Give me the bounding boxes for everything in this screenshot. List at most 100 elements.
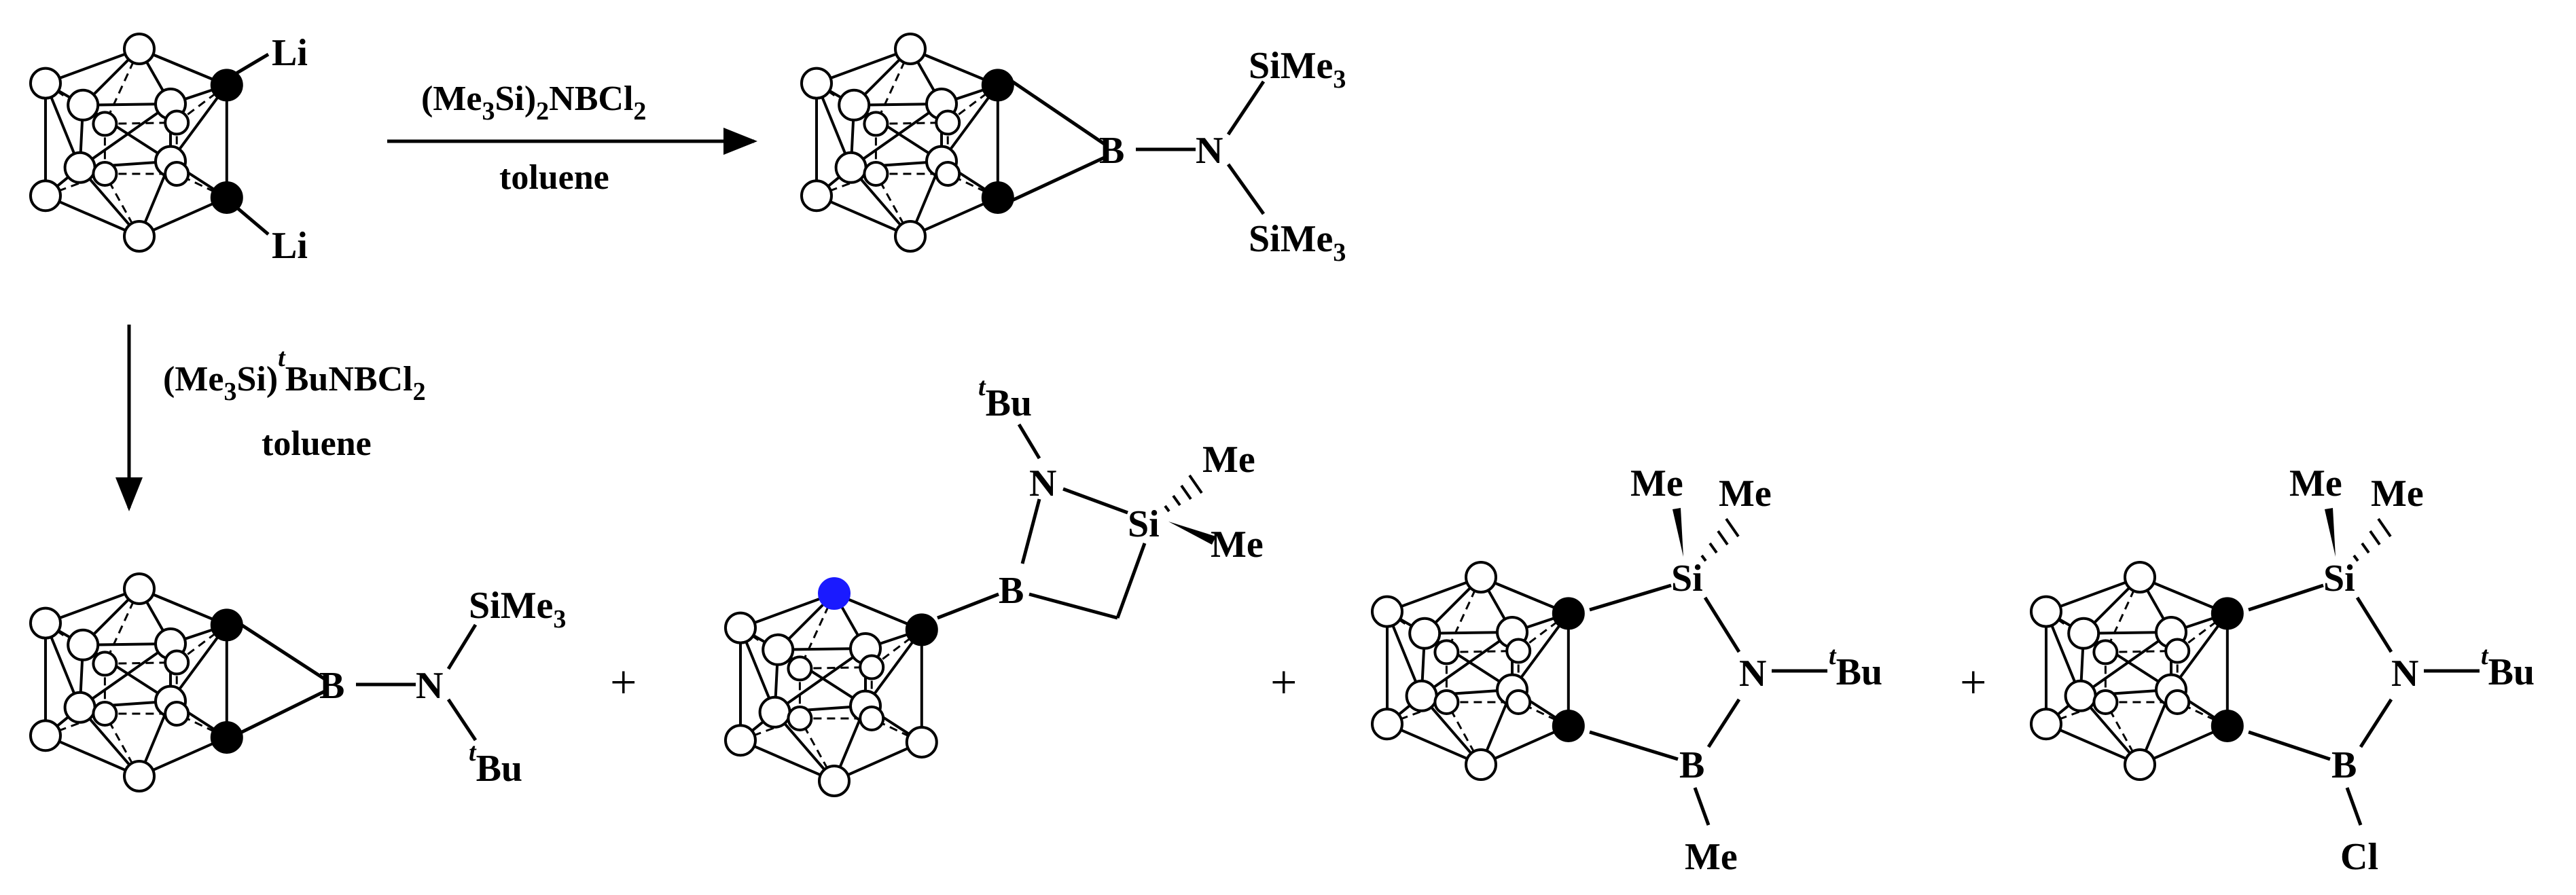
cage-bond — [1420, 631, 1514, 697]
bond-n-si-lower — [1226, 163, 1266, 215]
cage-boron-atom — [905, 725, 938, 759]
cage-carbon-atom — [210, 720, 243, 754]
cage-boron-atom — [164, 701, 190, 727]
label-p2-b: B — [999, 570, 1024, 612]
label-p3-me-b: Me — [1719, 473, 1772, 515]
cage-boron-atom — [92, 161, 118, 187]
down-arrow-reagent: (Me3Si)tBuNBCl2 — [163, 344, 426, 406]
label-p2-me-b: Me — [1211, 524, 1264, 566]
label-simea-top: SiMe3 — [1249, 45, 1346, 94]
cage-carbon-atom — [1552, 597, 1585, 630]
bond-p2-b-ch2 — [1028, 592, 1118, 620]
cage-boron-atom — [29, 67, 62, 100]
cage-boron-atom — [123, 760, 156, 792]
cage-boron-atom — [787, 706, 813, 731]
label-p3-tbu: tBu — [1829, 642, 1882, 693]
cage-bond — [850, 103, 943, 169]
top-arrow-solvent: toluene — [499, 158, 609, 197]
label-p3-me-a: Me — [1630, 462, 1683, 505]
cage-boron-atom — [935, 109, 961, 136]
cage-boron-atom — [758, 695, 791, 729]
cage-carbon-atom — [2211, 709, 2244, 742]
cage-boron-atom — [1371, 595, 1403, 628]
bond-p2-b-n — [1020, 498, 1041, 564]
cage-carbon-atom — [981, 181, 1014, 214]
cage-boron-atom — [2030, 595, 2062, 628]
cage-boron-atom — [724, 611, 757, 644]
label-p2-me-a: Me — [1202, 439, 1255, 481]
plus-sign-2: + — [1270, 657, 1297, 709]
cage-highlighted-atom — [818, 577, 851, 610]
bond-p3-si-me-wedge — [1672, 508, 1683, 557]
cage-bond — [45, 734, 140, 778]
bond-p2-c-b — [937, 592, 999, 620]
label-p1-tbu: tBu — [469, 738, 522, 790]
cage-boron-atom — [863, 161, 889, 187]
cage-boron-atom — [787, 655, 813, 682]
label-li-top: Li — [272, 32, 308, 74]
bond-p4-c2-b — [2248, 730, 2331, 761]
cage-bond — [2177, 613, 2228, 652]
label-p4-tbu: tBu — [2481, 642, 2535, 693]
cage-boron-atom — [123, 572, 156, 605]
cage-boron-atom — [1433, 639, 1460, 665]
bond-p3-c2-b — [1589, 730, 1679, 761]
top-arrow-reagent: (Me3Si)2NBCl2 — [421, 79, 646, 126]
cage-product-4 — [2030, 561, 2244, 781]
cage-carbon-atom — [1552, 709, 1585, 742]
cage-boron-atom — [1408, 617, 1442, 650]
plus-sign-3: + — [1960, 657, 1986, 709]
bond-p1-n-tbu — [446, 698, 478, 742]
cage-boron-atom — [2164, 689, 2191, 715]
cage-boron-atom — [67, 88, 100, 122]
cage-boron-atom — [1465, 748, 1497, 781]
cage-boron-atom — [894, 220, 927, 253]
label-p1-sime3: SiMe3 — [469, 585, 566, 634]
cage-bond — [816, 172, 876, 197]
cage-boron-atom — [859, 654, 885, 680]
bond-p1-c1-b — [238, 621, 326, 681]
label-p1-n: N — [416, 665, 443, 707]
label-b-top: B — [1099, 130, 1124, 172]
cage-boron-atom — [1405, 679, 1438, 712]
label-p4-me-b: Me — [2371, 473, 2424, 515]
cage-boron-atom — [29, 179, 62, 213]
cage-product-1 — [29, 572, 243, 792]
cage-boron-atom — [2067, 617, 2100, 650]
cage-bond — [45, 587, 140, 625]
bond-p3-si-me-hashed — [1700, 517, 1740, 562]
label-p2-si: Si — [1128, 503, 1160, 545]
cage-boron-atom — [92, 651, 118, 677]
plus-sign-1: + — [610, 657, 637, 709]
cage-boron-atom — [762, 633, 795, 666]
bond-p3-c1-si — [1589, 583, 1672, 612]
label-simeb-top: SiMe3 — [1249, 218, 1346, 267]
cage-bond — [45, 48, 140, 85]
cage-boron-atom — [164, 109, 190, 136]
cage-bond — [871, 629, 923, 668]
bond-p2-n-tbu — [1017, 423, 1041, 460]
cage-boron-atom — [2064, 679, 2097, 712]
cage-boron-atom — [164, 161, 190, 187]
label-p3-b: B — [1679, 744, 1704, 786]
cage-boron-atom — [63, 151, 96, 184]
cage-bond — [816, 194, 911, 238]
cage-bond — [79, 642, 172, 709]
cage-boron-atom — [29, 606, 62, 640]
cage-boron-atom — [894, 33, 927, 65]
cage-bond — [774, 647, 867, 714]
bond-c2-b — [1011, 154, 1109, 202]
cage-boron-atom — [1371, 708, 1403, 741]
cage-boron-atom — [92, 111, 118, 137]
bond-c1-b — [1011, 79, 1109, 148]
bond-p2-si-me-wedge — [1168, 522, 1216, 545]
cage-boron-atom — [1433, 689, 1460, 715]
label-p4-si: Si — [2323, 558, 2355, 600]
cage-boron-atom — [935, 161, 961, 187]
label-p2-tbu: tBu — [978, 373, 1032, 424]
label-p4-cl: Cl — [2340, 836, 2378, 878]
cage-boron-atom — [800, 179, 833, 213]
cage-boron-atom — [2164, 638, 2191, 664]
cage-bond — [947, 84, 999, 124]
